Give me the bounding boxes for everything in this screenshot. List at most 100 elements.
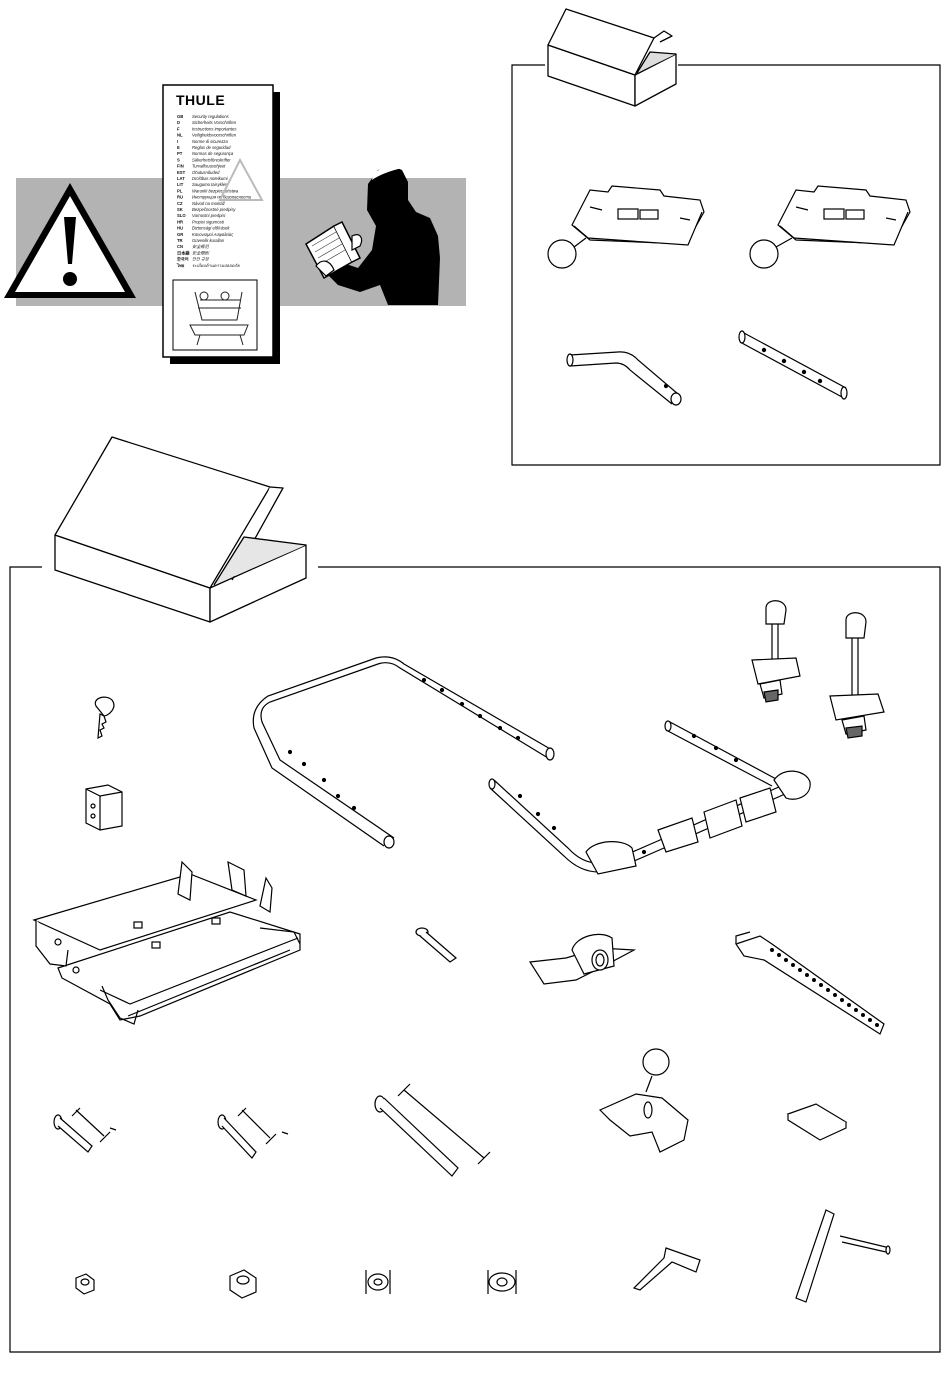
bracket-part [749, 185, 911, 269]
booklet-thumbnail [172, 279, 258, 351]
language-code: SK [177, 207, 183, 212]
language-code: 日本語 [177, 249, 190, 256]
strap-hole [804, 972, 809, 977]
language-title: Warunki bezpieczeństwa [192, 188, 239, 193]
small-box-section [511, 8, 941, 466]
strap-hole [846, 1002, 851, 1007]
language-code: PT [177, 151, 183, 156]
straight-tube-part [738, 330, 848, 400]
language-title: Veiligheidsvoorschriften [192, 133, 237, 138]
language-title: Turvallisuusohjeet [192, 164, 226, 169]
language-code: CN [177, 244, 183, 249]
strap-hole [769, 947, 774, 952]
language-code: RU [177, 195, 183, 200]
language-title: 安全規則 [192, 250, 210, 255]
language-code: HR [177, 219, 183, 224]
strap-hole [825, 987, 830, 992]
language-title: Varnostni predpisi [192, 213, 226, 218]
short-bolt-part [53, 1107, 117, 1153]
language-title: Reglas de seguridad [192, 145, 231, 150]
language-title: Κανονισμοί Ασφαλείας [192, 232, 234, 237]
large-box-section [9, 436, 941, 1353]
strap-hole [811, 977, 816, 982]
language-code: LAT [177, 176, 185, 181]
language-title: Drošības noteikumi [192, 176, 229, 181]
language-title: Güvenlik kuralları [192, 238, 224, 243]
language-title: Biztonsági előírások [192, 226, 230, 231]
strap-hole [853, 1007, 858, 1012]
person-reading-icon [305, 165, 440, 305]
language-title: ระเบียบด้านความปลอดภัย [192, 263, 240, 268]
strap-hole [832, 992, 837, 997]
language-code: TR [177, 238, 183, 243]
key-part [94, 696, 115, 740]
bike-rack-thumbnail-icon [189, 291, 249, 346]
strap-hole [874, 1022, 879, 1027]
language-code: ไทย [176, 262, 185, 268]
language-code: I [177, 139, 178, 144]
small-box-icon [547, 8, 677, 107]
lock-nut-part [75, 1273, 95, 1295]
strap-hole [839, 997, 844, 1002]
language-code: CZ [177, 201, 183, 206]
large-washer-part [487, 1270, 517, 1294]
strap-part [735, 931, 885, 1035]
language-title: Sicherheits Vorschriften [192, 120, 237, 125]
large-box-icon [54, 436, 307, 623]
language-code: NL [177, 133, 183, 138]
booklet-brand: THULE [176, 92, 225, 108]
folded-rack-part [32, 860, 301, 1025]
language-title: Normas de segurança [192, 151, 234, 156]
long-bolt-part [374, 1083, 491, 1177]
language-title: Návod na montáž [192, 201, 226, 206]
language-title: Norme di sicurezza [192, 139, 229, 144]
language-code: HU [177, 226, 183, 231]
language-code: F [177, 126, 180, 131]
language-code: S [177, 157, 180, 162]
socket-wrench-tool [795, 1209, 891, 1303]
small-washer-part [365, 1270, 391, 1294]
rubber-block-part [85, 784, 123, 831]
language-title: Ohutusnõuded [192, 170, 220, 175]
language-title: Säkerhetsföreskrifter [192, 157, 231, 162]
language-title: Propisi sigurnosti [192, 219, 225, 224]
medium-bolt-part [217, 1107, 289, 1159]
pin-part [415, 927, 457, 963]
bike-clamp-part [829, 612, 885, 739]
strap-hole [776, 952, 781, 957]
language-title: Instructions importantes [192, 126, 237, 131]
language-title: 安全规范 [192, 244, 210, 249]
hinge-clip-part [528, 933, 637, 985]
language-title: Saugumo taisyklės [192, 182, 228, 187]
strap-hole [797, 967, 802, 972]
hex-nut-part [229, 1269, 257, 1299]
strap-hole [783, 957, 788, 962]
curved-bar-part [488, 720, 811, 875]
language-title: Security regulations [192, 114, 230, 119]
language-title: 안전 규정 [192, 257, 210, 262]
language-code: PL [177, 188, 183, 193]
language-code: 한국어 [177, 256, 189, 263]
language-code: SLO [177, 213, 186, 218]
pad-part [786, 1103, 848, 1141]
language-title: Bezpečnostné predpisy [192, 207, 236, 212]
language-code: D [177, 120, 180, 125]
language-code: E [177, 145, 180, 150]
strap-hole [818, 982, 823, 987]
language-code: GR [177, 232, 183, 237]
language-code: FIN [177, 164, 184, 169]
language-code: LIT [177, 182, 184, 187]
wedge-bracket-part [598, 1048, 689, 1153]
bike-clamp-part [751, 600, 801, 703]
warning-triangle-icon [4, 183, 136, 298]
u-frame-part [252, 656, 555, 849]
strap-hole [860, 1012, 865, 1017]
bent-tube-part [566, 351, 682, 406]
language-code: EST [177, 170, 186, 175]
strap-hole [790, 962, 795, 967]
hex-key-tool [632, 1247, 701, 1291]
bracket-part [547, 185, 705, 269]
